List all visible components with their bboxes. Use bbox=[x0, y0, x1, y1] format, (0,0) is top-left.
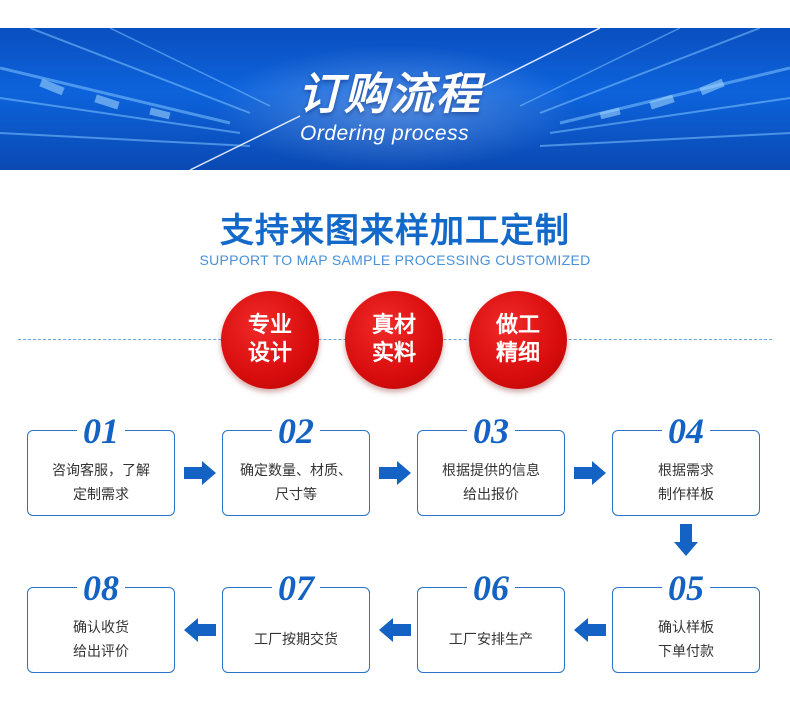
step-text: 工厂按期交货 bbox=[223, 628, 369, 652]
step-text-line: 给出评价 bbox=[73, 644, 129, 660]
step-text: 根据提供的信息 给出报价 bbox=[418, 459, 564, 507]
step-text: 确定数量、材质、 尺寸等 bbox=[223, 459, 369, 507]
step-03: 03 根据提供的信息 给出报价 bbox=[417, 411, 565, 516]
step-text-line: 制作样板 bbox=[658, 487, 714, 503]
step-08: 08 确认收货 给出评价 bbox=[27, 568, 175, 673]
header-banner: 订购流程 Ordering process bbox=[0, 28, 790, 170]
arrow-right-icon bbox=[184, 461, 216, 485]
arrow-left-icon bbox=[184, 618, 216, 642]
step-number: 03 bbox=[467, 411, 515, 451]
step-text-line: 下单付款 bbox=[658, 644, 714, 660]
step-07: 07 工厂按期交货 bbox=[222, 568, 370, 673]
step-text: 确认样板 下单付款 bbox=[613, 616, 759, 664]
arrow-left-icon bbox=[574, 618, 606, 642]
badge-line: 设计 bbox=[247, 341, 292, 366]
step-text-line: 确定数量、材质、 bbox=[240, 463, 352, 479]
step-text-line: 给出报价 bbox=[463, 487, 519, 503]
banner-background-graphic bbox=[0, 28, 790, 170]
arrow-down-icon bbox=[674, 524, 698, 556]
arrow-right-icon bbox=[574, 461, 606, 485]
step-01: 01 咨询客服，了解 定制需求 bbox=[27, 411, 175, 516]
step-text-line: 定制需求 bbox=[73, 487, 129, 503]
step-text-line: 工厂按期交货 bbox=[254, 632, 338, 648]
step-number: 06 bbox=[467, 568, 515, 608]
step-text-line: 工厂安排生产 bbox=[449, 632, 533, 648]
step-number: 07 bbox=[272, 568, 320, 608]
step-number: 01 bbox=[77, 411, 125, 451]
step-text: 确认收货 给出评价 bbox=[28, 616, 174, 664]
step-text: 工厂安排生产 bbox=[418, 628, 564, 652]
step-text-line: 根据需求 bbox=[658, 463, 714, 479]
section-headline: 支持来图来样加工定制 bbox=[220, 211, 570, 251]
badge-line: 真材 bbox=[371, 313, 416, 338]
step-06: 06 工厂安排生产 bbox=[417, 568, 565, 673]
step-04: 04 根据需求 制作样板 bbox=[612, 411, 760, 516]
banner-subtitle: Ordering process bbox=[300, 122, 470, 145]
step-number: 02 bbox=[272, 411, 320, 451]
step-text-line: 确认样板 bbox=[658, 620, 714, 636]
step-text-line: 尺寸等 bbox=[275, 487, 317, 503]
banner-title: 订购流程 bbox=[298, 69, 482, 120]
badge-line: 专业 bbox=[247, 313, 292, 338]
step-02: 02 确定数量、材质、 尺寸等 bbox=[222, 411, 370, 516]
step-text-line: 根据提供的信息 bbox=[442, 463, 540, 479]
badge-line: 做工 bbox=[495, 313, 540, 338]
section-headline-subtitle: SUPPORT TO MAP SAMPLE PROCESSING CUSTOMI… bbox=[199, 252, 591, 268]
arrow-right-icon bbox=[379, 461, 411, 485]
step-number: 04 bbox=[662, 411, 710, 451]
feature-badge-workmanship: 做工 精细 bbox=[469, 291, 567, 389]
badge-line: 实料 bbox=[371, 341, 416, 366]
step-text: 咨询客服，了解 定制需求 bbox=[28, 459, 174, 507]
step-text-line: 咨询客服，了解 bbox=[52, 463, 150, 479]
badge-line: 精细 bbox=[495, 341, 540, 366]
arrow-left-icon bbox=[379, 618, 411, 642]
step-05: 05 确认样板 下单付款 bbox=[612, 568, 760, 673]
step-number: 08 bbox=[77, 568, 125, 608]
step-text-line: 确认收货 bbox=[73, 620, 129, 636]
feature-badge-material: 真材 实料 bbox=[345, 291, 443, 389]
feature-badge-design: 专业 设计 bbox=[221, 291, 319, 389]
step-number: 05 bbox=[662, 568, 710, 608]
step-text: 根据需求 制作样板 bbox=[613, 459, 759, 507]
